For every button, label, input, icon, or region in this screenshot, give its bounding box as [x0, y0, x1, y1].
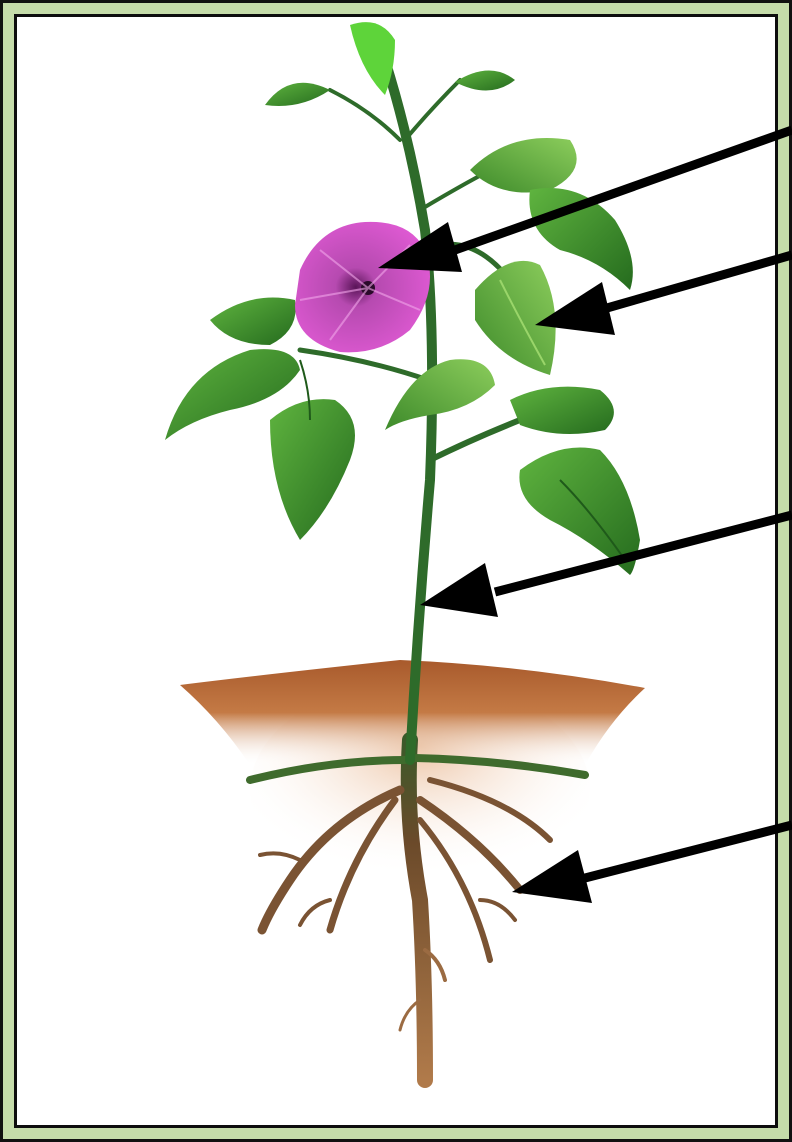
flower-icon — [295, 222, 430, 352]
arrow-leaf — [535, 255, 792, 335]
